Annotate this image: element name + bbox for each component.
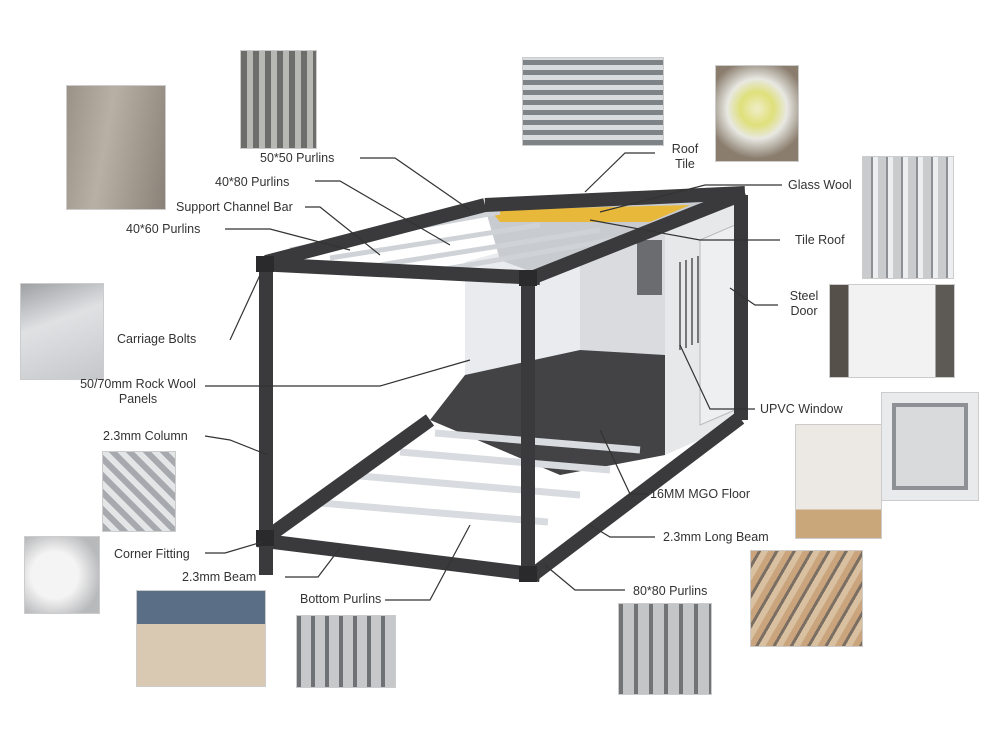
label-steel-door-line2: Door [790, 304, 818, 318]
label-mgo-floor: 16MM MGO Floor [650, 487, 751, 501]
label-roof-tile-line2: Tile [675, 157, 695, 171]
photo-50x50-purlins [240, 50, 317, 149]
label-carriage-bolts: Carriage Bolts [117, 332, 197, 346]
photo-80x80-purlins [618, 603, 712, 695]
label-50x50-purlins: 50*50 Purlins [260, 151, 335, 165]
photo-column [102, 451, 176, 532]
label-corner-fitting: Corner Fitting [114, 547, 190, 561]
photo-steel-door [829, 284, 955, 378]
label-40x80-purlins: 40*80 Purlins [215, 175, 290, 189]
steel-door [699, 224, 736, 426]
photo-roof-tile [522, 57, 664, 146]
label-steel-door-line1: Steel [789, 289, 819, 303]
photo-channel-bar [66, 85, 166, 210]
photo-tile-roof [862, 156, 954, 279]
photo-beam [136, 590, 266, 687]
photo-rock-wool-panel [795, 424, 882, 539]
photo-glass-wool [715, 65, 799, 162]
label-bottom-purlins: Bottom Purlins [300, 592, 382, 606]
label-beam: 2.3mm Beam [182, 570, 257, 584]
bottom-purlins [319, 429, 641, 526]
label-support-channel-bar: Support Channel Bar [176, 200, 293, 214]
photo-bottom-purlins [296, 615, 396, 688]
photo-upvc-window [881, 392, 979, 501]
label-80x80-purlins: 80*80 Purlins [633, 584, 708, 598]
label-column: 2.3mm Column [103, 429, 188, 443]
photo-corner-fitting [24, 536, 100, 614]
label-upvc-window: UPVC Window [760, 402, 843, 416]
label-rock-wool-panels: 50/70mm Rock Wool Panels [78, 377, 198, 407]
label-roof-tile-line1: Roof [671, 142, 699, 156]
label-roof-tile: Roof Tile [665, 142, 705, 172]
label-40x60-purlins: 40*60 Purlins [126, 222, 201, 236]
steel-frame [256, 186, 748, 582]
label-rock-wool-line1: 50/70mm Rock Wool [80, 377, 196, 391]
photo-carriage-bolts [20, 283, 104, 380]
photo-mgo-floor [750, 550, 863, 647]
label-glass-wool: Glass Wool [788, 178, 852, 192]
label-steel-door: Steel Door [784, 289, 824, 319]
label-long-beam: 2.3mm Long Beam [663, 530, 769, 544]
upvc-window [679, 256, 699, 350]
side-window [637, 240, 662, 295]
leader-lines [204, 152, 782, 601]
label-tile-roof: Tile Roof [795, 233, 845, 247]
label-rock-wool-line2: Panels [118, 392, 158, 406]
